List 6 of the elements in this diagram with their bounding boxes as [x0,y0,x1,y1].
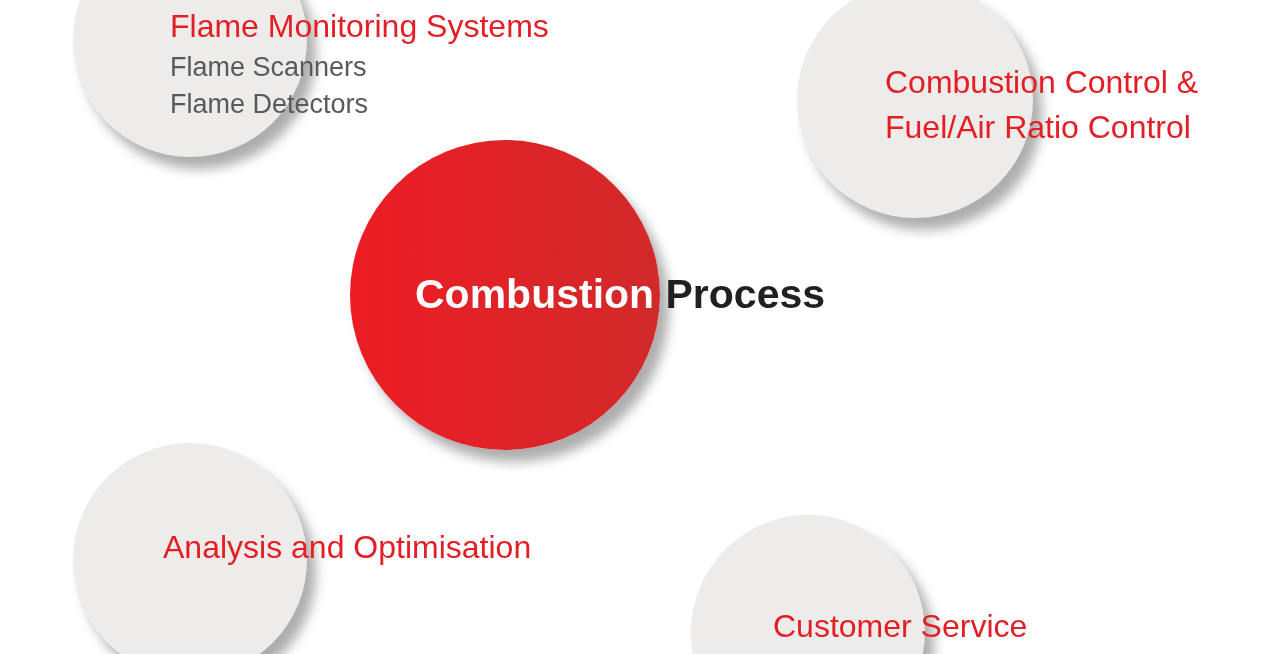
topic-title: Customer Service [773,607,1028,646]
topic-title: Combustion Control & Fuel/Air Ratio Control [885,63,1200,147]
topic-item: Flame Scanners [170,51,367,84]
topic-title: Analysis and Optimisation [163,528,532,567]
topic-title: Flame Monitoring Systems [170,7,549,46]
topic-item: Flame Detectors [170,88,369,121]
